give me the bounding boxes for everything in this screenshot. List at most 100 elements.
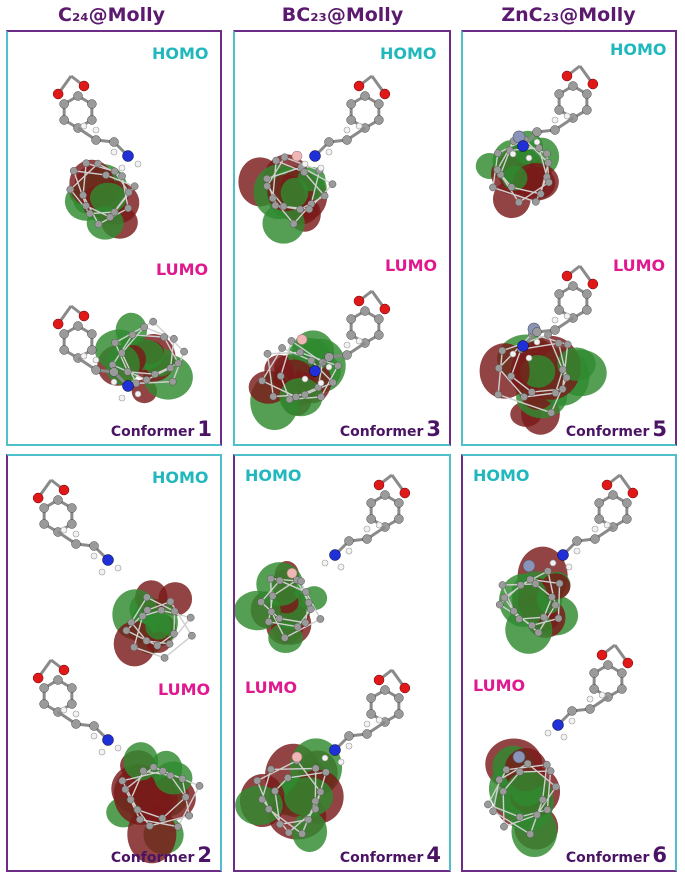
cage-bond xyxy=(267,351,301,355)
orbital-lobe xyxy=(145,612,172,640)
cage-bond xyxy=(280,375,291,400)
cage-bond xyxy=(303,171,326,197)
carbon-atom xyxy=(67,519,77,529)
carbon-atom xyxy=(109,137,119,147)
carbon-atom xyxy=(268,194,277,203)
carbon-atom xyxy=(589,668,599,678)
carbon-atom xyxy=(170,607,179,616)
cage-bond xyxy=(114,170,130,193)
carbon-atom xyxy=(263,174,271,183)
carbon-atom xyxy=(267,607,276,616)
cage-bond xyxy=(69,163,99,190)
hydrogen-atom xyxy=(90,552,98,560)
carbon-atom xyxy=(603,660,613,670)
carbon-atom xyxy=(275,614,284,623)
hydrogen-atom xyxy=(317,164,325,172)
carbon-atom xyxy=(67,503,77,513)
oxygen-atom xyxy=(78,310,90,322)
carbon-atom xyxy=(563,340,572,349)
lumo-label: LUMO xyxy=(158,680,211,699)
carbon-atom xyxy=(568,281,578,291)
carbon-atom xyxy=(500,822,508,831)
cage-bond xyxy=(161,796,187,819)
carbon-atom xyxy=(87,329,97,339)
carbon-atom xyxy=(394,498,404,508)
lumo-label: LUMO xyxy=(473,676,526,695)
nitrogen-atom xyxy=(517,140,529,152)
carbon-atom xyxy=(494,390,503,399)
carbon-atom xyxy=(73,91,83,101)
cage-bond xyxy=(136,380,173,385)
cage-bond xyxy=(496,140,515,171)
hydrogen-atom xyxy=(565,563,573,571)
carbon-atom xyxy=(515,615,523,623)
carbon-atom xyxy=(366,514,376,524)
carbon-atom xyxy=(140,323,149,331)
cage-bond xyxy=(305,591,321,620)
carbon-atom xyxy=(523,759,532,768)
oxygen-atom xyxy=(399,487,411,499)
carbon-atom xyxy=(266,574,275,583)
carbon-atom xyxy=(276,820,284,829)
cage-bond xyxy=(510,375,533,393)
cage-bond xyxy=(266,353,274,397)
carbon-atom xyxy=(110,167,119,176)
carbon-atom xyxy=(558,385,567,393)
orbital-lobe xyxy=(279,377,323,417)
cage-bond xyxy=(261,380,297,398)
carbon-atom xyxy=(53,495,63,505)
carbon-atom xyxy=(272,156,280,165)
cage-bond xyxy=(492,810,531,835)
oxygen-atom xyxy=(353,80,365,92)
carbon-atom xyxy=(300,168,309,177)
cage-bond xyxy=(272,160,277,199)
lumo-label: LUMO xyxy=(613,256,666,275)
carbon-atom xyxy=(69,167,78,175)
carbon-atom xyxy=(489,807,498,816)
hydrogen-atom xyxy=(321,559,329,567)
cage-bond xyxy=(501,584,515,612)
carbon-atom xyxy=(124,188,133,197)
carbon-atom xyxy=(536,190,545,198)
carbon-atom xyxy=(493,149,502,158)
oxygen-atom xyxy=(627,487,639,499)
homo-label: HOMO xyxy=(152,468,209,487)
hydrogen-atom xyxy=(92,356,100,364)
cage-bond xyxy=(546,771,552,810)
carbon-atom xyxy=(498,581,507,589)
carbon-atom xyxy=(149,763,158,772)
orbital-lobe xyxy=(89,182,127,214)
carbon-atom xyxy=(130,182,139,191)
hydrogen-atom xyxy=(533,138,541,146)
carbon-atom xyxy=(366,693,376,703)
carbon-atom xyxy=(366,709,376,719)
cage-bond xyxy=(299,351,339,367)
carbon-atom xyxy=(59,345,69,355)
carbon-atom xyxy=(516,581,525,590)
hydrogen-atom xyxy=(563,312,571,320)
carbon-atom xyxy=(554,289,564,299)
carbon-atom xyxy=(59,329,69,339)
cage-bond xyxy=(487,769,507,805)
carbon-atom xyxy=(126,795,135,804)
cage-bond xyxy=(511,186,541,195)
carbon-atom xyxy=(128,330,137,339)
hydrogen-atom xyxy=(560,733,568,741)
cage-bond xyxy=(177,785,201,828)
carbon-atom xyxy=(547,408,556,417)
hydrogen-atom xyxy=(343,341,351,349)
cage-bond xyxy=(133,615,144,648)
hydrogen-atom xyxy=(355,337,363,345)
carbon-atom xyxy=(195,782,204,790)
oxygen-atom xyxy=(561,270,573,282)
carbon-atom xyxy=(71,539,81,549)
cage-bond xyxy=(502,791,505,827)
carbon-atom xyxy=(158,814,167,823)
nitrogen-atom xyxy=(102,554,114,566)
carbon-atom xyxy=(316,615,325,623)
hydrogen-atom xyxy=(325,148,333,156)
